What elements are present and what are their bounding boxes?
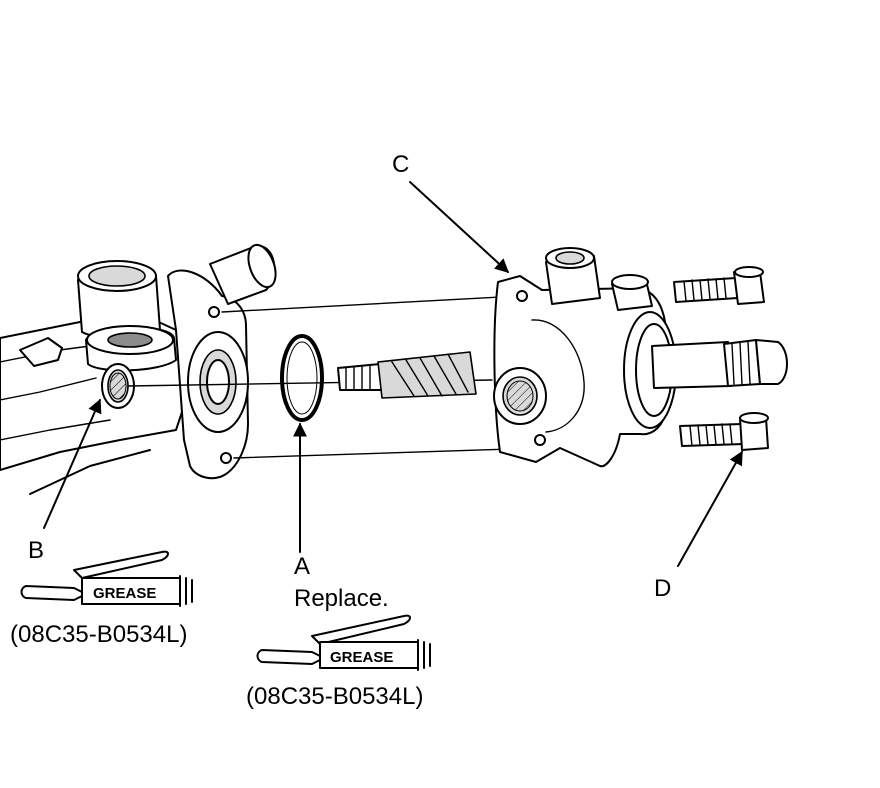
grease-gun-icon-a: GREASE xyxy=(256,614,431,671)
pinion-valve-assembly xyxy=(337,247,788,468)
leader-b xyxy=(43,398,102,529)
o-ring xyxy=(280,334,324,422)
replace-note: Replace. xyxy=(294,585,389,612)
grease-part-number-a: (08C35-B0534L) xyxy=(246,683,423,710)
leader-c xyxy=(409,181,510,273)
grease-part-number-b: (08C35-B0534L) xyxy=(10,621,187,648)
leader-d xyxy=(677,450,743,567)
callout-a: A xyxy=(294,553,310,580)
grease-label-b: GREASE xyxy=(93,585,156,602)
grease-gun-icon-b: GREASE xyxy=(20,550,193,607)
pinion-splines xyxy=(345,365,371,391)
rack-housing xyxy=(0,243,277,495)
callout-d: D xyxy=(654,575,671,602)
callout-c: C xyxy=(392,151,409,178)
callout-b: B xyxy=(28,537,44,564)
output-shaft-splines xyxy=(731,341,751,385)
callout-leaders xyxy=(43,181,743,567)
grease-label-a: GREASE xyxy=(330,649,393,666)
mounting-bolt-lower xyxy=(679,412,769,451)
mounting-bolt-upper xyxy=(673,266,765,305)
